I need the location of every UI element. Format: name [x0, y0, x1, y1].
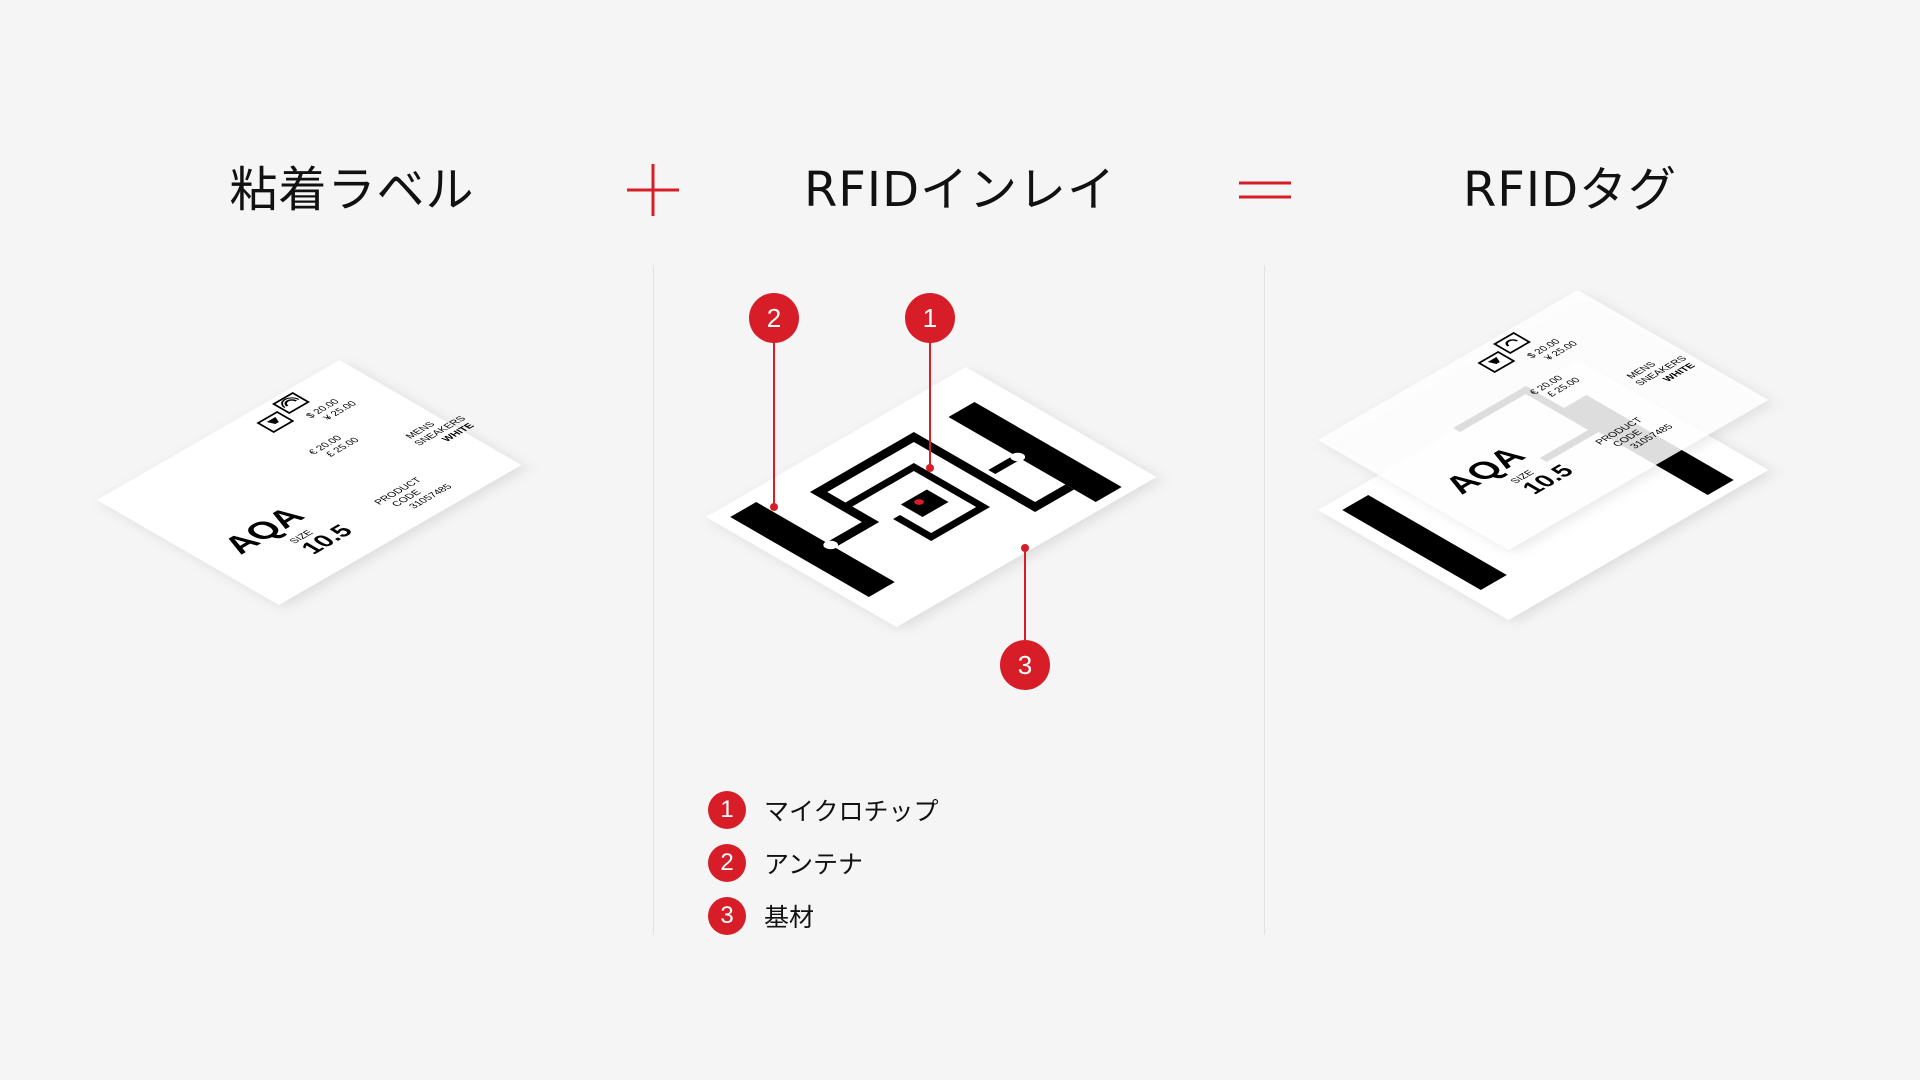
callout-3: 3 — [1000, 640, 1050, 690]
equals-icon — [1239, 181, 1291, 199]
legend-label: アンテナ — [764, 850, 864, 879]
antenna-left — [730, 502, 895, 597]
legend-number: 1 — [708, 791, 746, 829]
legend-label: マイクロチップ — [764, 797, 939, 826]
inlay-heading: RFIDインレイ — [803, 162, 1117, 218]
legend-label: 基材 — [764, 903, 815, 932]
antenna-right — [948, 402, 1122, 502]
rfid-signal-icon — [271, 392, 311, 414]
inlay-card — [706, 367, 1157, 627]
legend-number: 3 — [708, 897, 746, 935]
callout-2: 2 — [749, 293, 799, 343]
microchip — [900, 489, 949, 517]
svg-text:2: 2 — [767, 303, 781, 333]
tag-heading: RFIDタグ — [1462, 162, 1678, 218]
plus-icon — [627, 164, 679, 216]
legend-number: 2 — [708, 844, 746, 882]
antenna-loop — [809, 432, 1075, 548]
callout-1: 1 — [905, 293, 955, 343]
legend-item-substrate: 3 基材 — [708, 896, 939, 936]
divider-right — [1264, 265, 1265, 935]
legend-item-microchip: 1 マイクロチップ — [708, 790, 939, 830]
fragile-glass-icon — [256, 411, 295, 433]
label-heading: 粘着ラベル — [229, 162, 475, 218]
svg-text:3: 3 — [1018, 650, 1032, 680]
svg-text:1: 1 — [923, 303, 937, 333]
callout-legend: 1 マイクロチップ 2 アンテナ 3 基材 — [708, 790, 939, 949]
tag-label-layer: AQA SIZE 10.5 € 20.00 £ 25.00 $ 20.00 ¥ … — [1318, 290, 1769, 550]
label-card: AQA SIZE 10.5 € 20.00 £ 25.00 $ 20.00 ¥ … — [97, 360, 522, 605]
legend-item-antenna: 2 アンテナ — [708, 843, 939, 883]
tag-fragile-glass-icon — [1477, 351, 1516, 373]
tag-rfid-signal-icon — [1492, 332, 1532, 354]
divider-left — [653, 265, 654, 935]
